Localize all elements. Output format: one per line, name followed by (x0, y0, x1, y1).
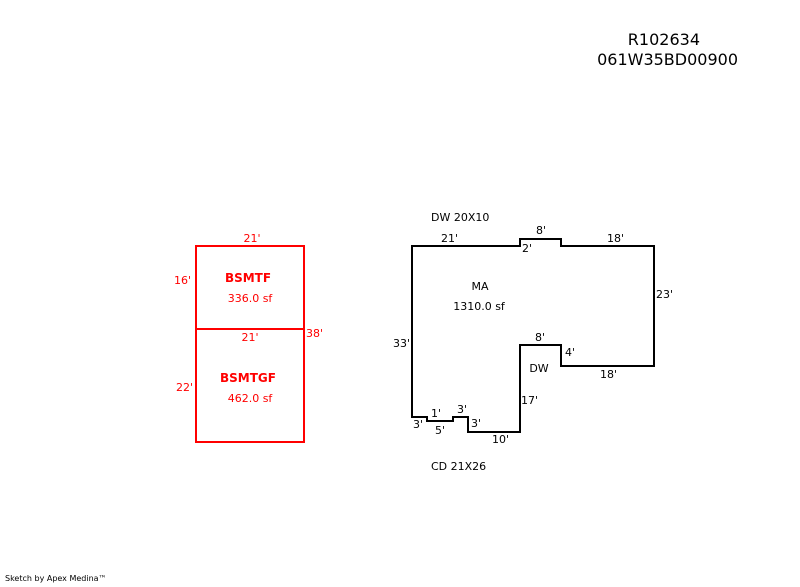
dim-label: 33' (393, 337, 410, 350)
dim-label: 2' (522, 242, 532, 255)
dim-label: 18' (607, 232, 624, 245)
dim-label: 21' (243, 232, 260, 245)
dim-label: 4' (565, 346, 575, 359)
note-label: CD 21X26 (431, 460, 486, 473)
area-label: DW (529, 362, 548, 375)
dim-label: 16' (174, 274, 191, 287)
dim-label: 3' (457, 403, 467, 416)
dim-label: 5' (435, 424, 445, 437)
dim-label: 17' (521, 394, 538, 407)
dim-label: 3' (413, 418, 423, 431)
main-outline (411, 238, 655, 433)
dim-label: 22' (176, 381, 193, 394)
dim-label: 8' (536, 224, 546, 237)
dim-label: 21' (241, 331, 258, 344)
area-value: 1310.0 sf (453, 300, 506, 313)
dim-label: 21' (441, 232, 458, 245)
dim-label: 38' (306, 327, 323, 340)
dim-label: 23' (656, 288, 673, 301)
footer-credit: Sketch by Apex Medina™ (5, 574, 107, 583)
area-label: BSMTGF (220, 371, 276, 385)
map-tax-lot: 061W35BD00900 (597, 50, 738, 69)
dim-label: 18' (600, 368, 617, 381)
area-label: MA (471, 280, 488, 293)
basement-sketch: 21' 16' BSMTF 336.0 sf 21' 38' 22' BSMTG… (174, 232, 323, 443)
note-label: DW 20X10 (431, 211, 489, 224)
main-sketch: DW 20X10 CD 21X26 MA 1310.0 sf DW 21' 2'… (393, 211, 673, 473)
area-label: BSMTF (225, 271, 271, 285)
dim-label: 3' (471, 417, 481, 430)
dim-label: 1' (431, 407, 441, 420)
area-value: 336.0 sf (228, 292, 274, 305)
dim-label: 10' (492, 433, 509, 446)
basement-outline (195, 245, 305, 443)
dim-label: 8' (535, 331, 545, 344)
account-id: R102634 (627, 30, 700, 49)
area-value: 462.0 sf (228, 392, 274, 405)
